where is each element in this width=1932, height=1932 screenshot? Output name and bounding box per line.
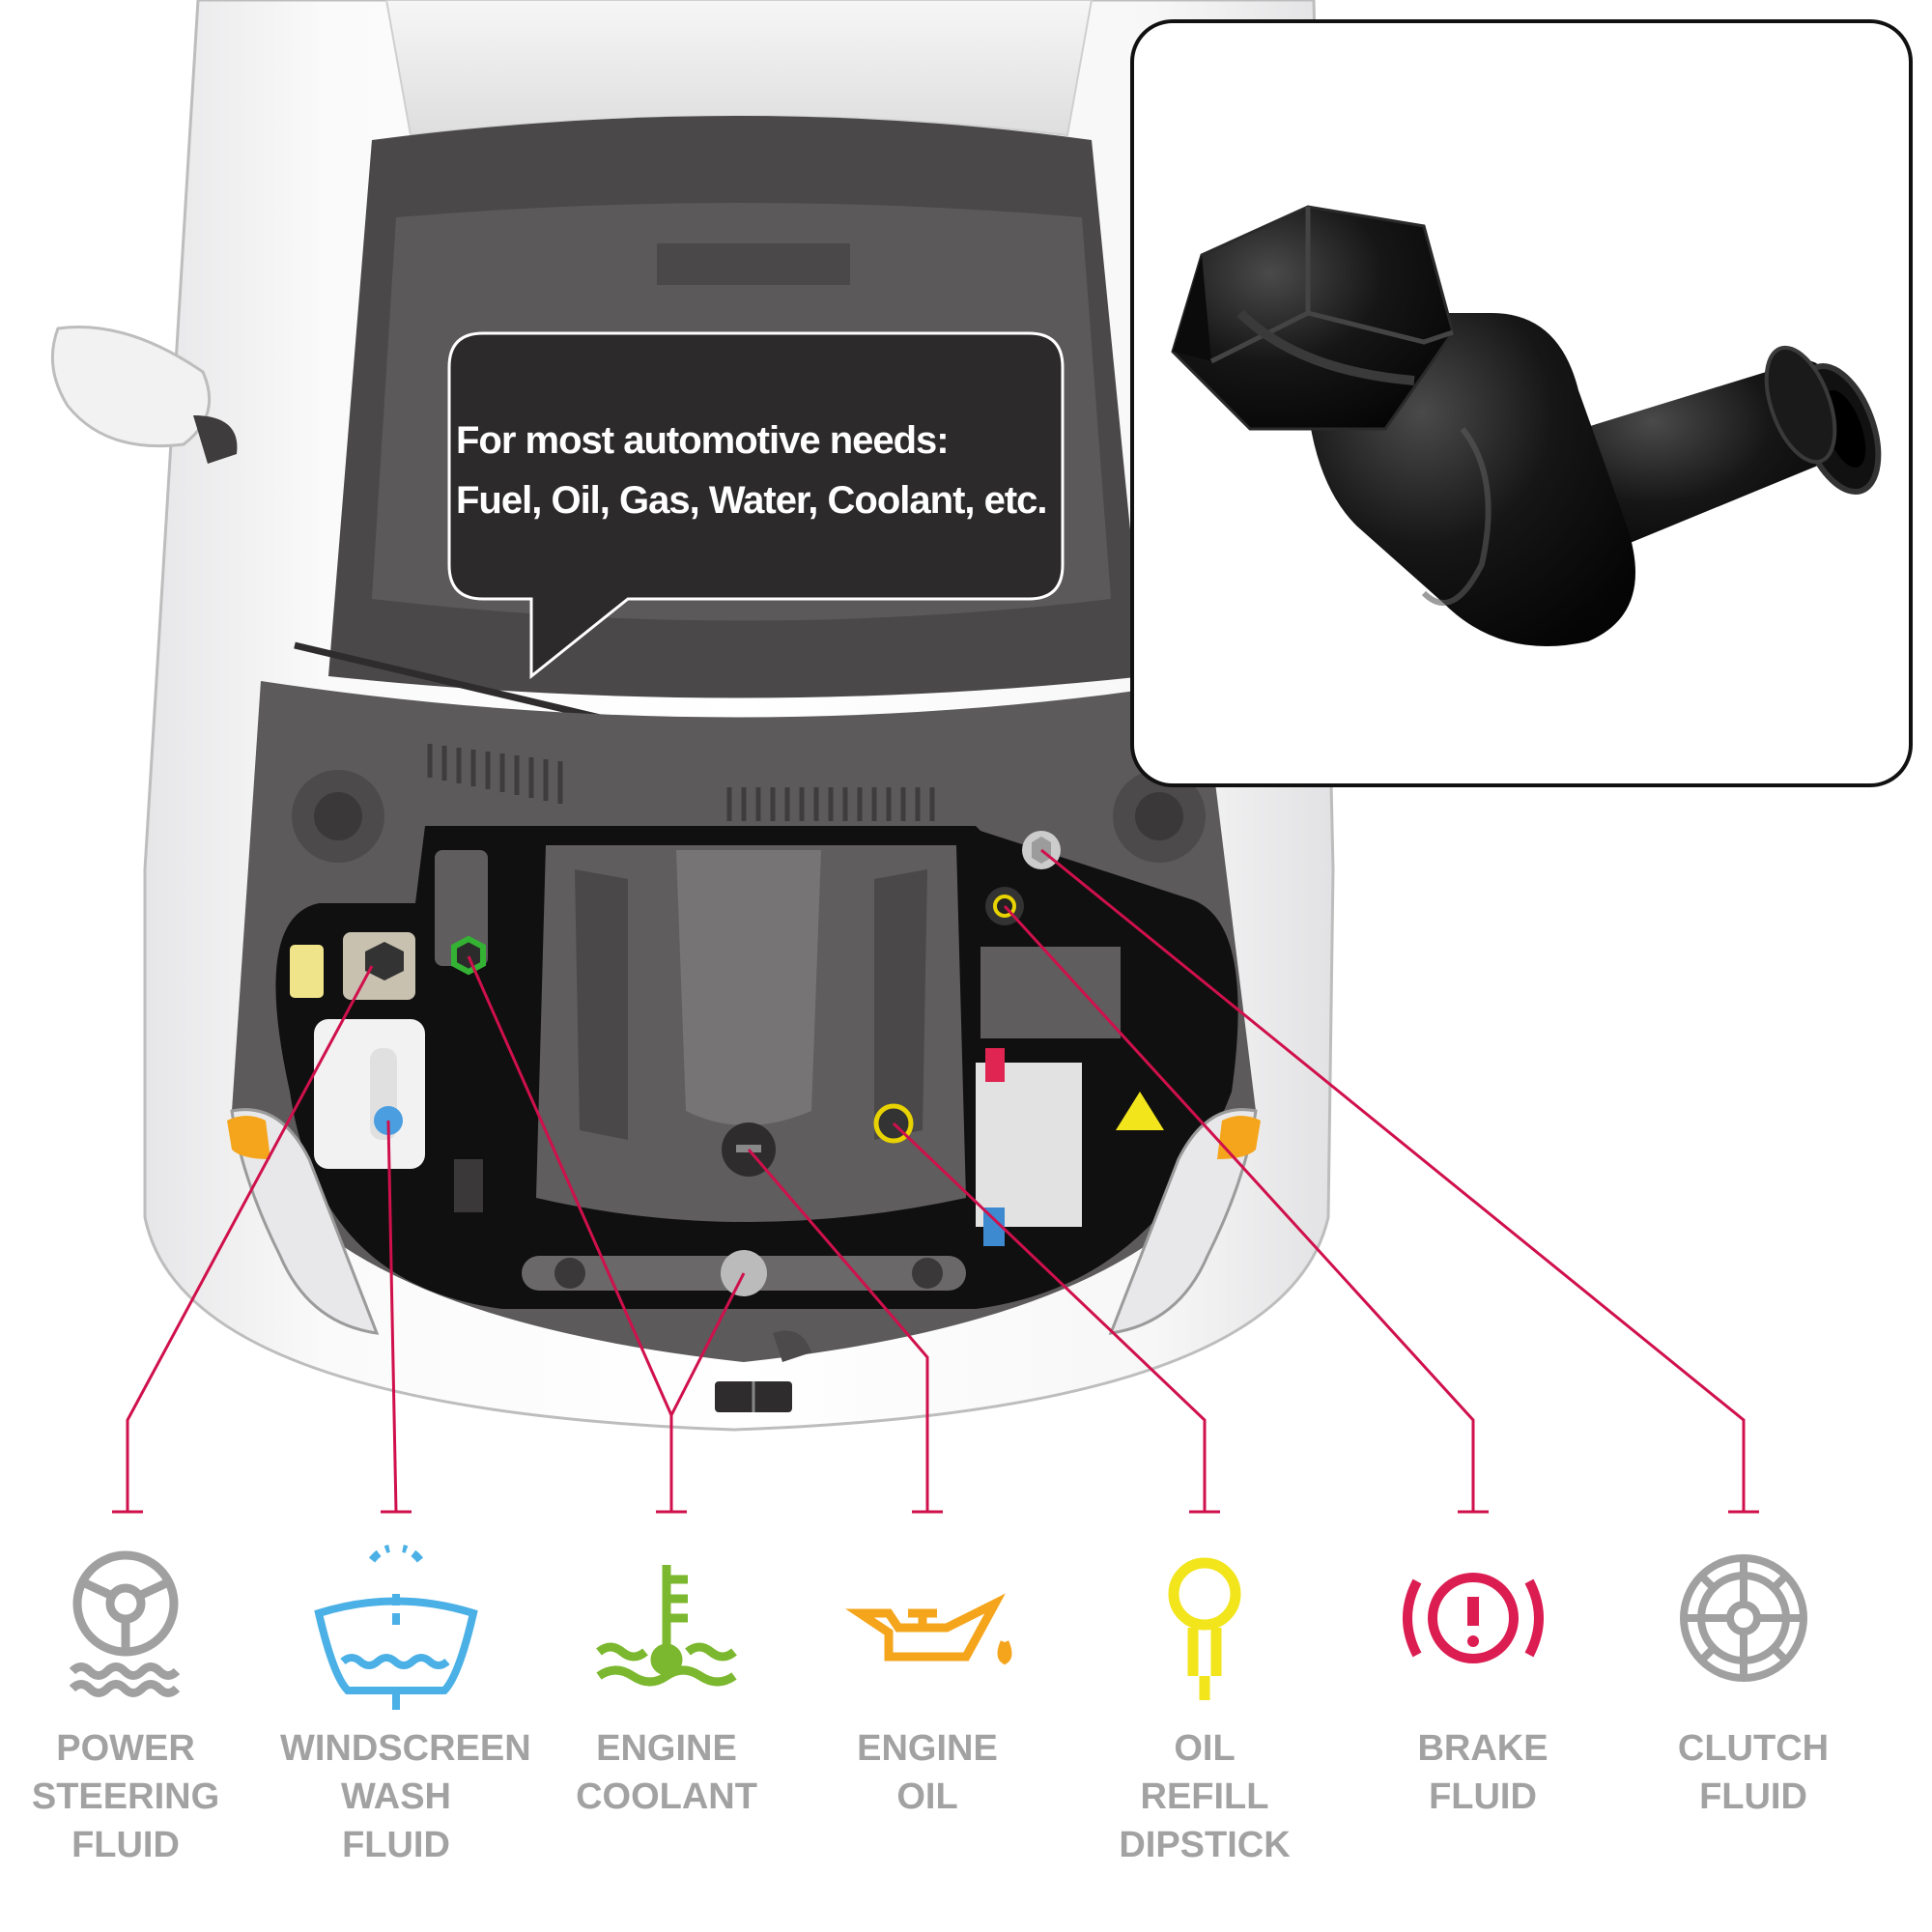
- dipstick-icon: [1168, 1557, 1241, 1700]
- label-line: DIPSTICK: [1119, 1825, 1291, 1865]
- steering-wheel-fluid-icon: [69, 1550, 181, 1697]
- label-line: WASH: [341, 1776, 451, 1817]
- right-components: [873, 831, 1164, 1246]
- hose-fitting-icon: [1171, 205, 1882, 646]
- label-line: STEERING: [31, 1776, 220, 1817]
- label-line: POWER: [56, 1728, 195, 1769]
- label-engine-coolant: ENGINE COOLANT: [551, 1724, 782, 1821]
- left-components: [290, 850, 488, 1212]
- headlights: [227, 1108, 1261, 1335]
- label-engine-oil: ENGINE OIL: [811, 1724, 1043, 1821]
- side-mirror: [50, 325, 238, 464]
- oil-can-icon: [845, 1593, 1012, 1665]
- label-line: REFILL: [1140, 1776, 1269, 1817]
- label-line: WINDSCREEN: [280, 1728, 531, 1769]
- label-line: ENGINE: [857, 1728, 998, 1769]
- clutch-disc-icon: [1680, 1554, 1807, 1682]
- label-line: FLUID: [71, 1825, 180, 1865]
- label-line: OIL: [1174, 1728, 1236, 1769]
- label-line: FLUID: [342, 1825, 450, 1865]
- label-line: BRAKE: [1417, 1728, 1548, 1769]
- label-line: ENGINE: [596, 1728, 737, 1769]
- product-inset: [1130, 19, 1913, 787]
- label-windscreen-wash-fluid: WINDSCREEN WASH FLUID: [280, 1724, 531, 1869]
- windscreen-wash-icon: [314, 1545, 478, 1710]
- speech-bubble: [447, 331, 1065, 680]
- label-power-steering-fluid: POWER STEERING FLUID: [10, 1724, 242, 1869]
- label-line: COOLANT: [576, 1776, 757, 1817]
- leader-lines: [112, 848, 1759, 1514]
- hood-vents: [427, 744, 935, 821]
- callout-line-1: For most automotive needs:: [456, 419, 950, 462]
- label-line: OIL: [896, 1776, 958, 1817]
- label-brake-fluid: BRAKE FLUID: [1367, 1724, 1599, 1821]
- label-line: CLUTCH: [1677, 1728, 1830, 1769]
- callout-line-2: Fuel, Oil, Gas, Water, Coolant, etc.: [456, 479, 1048, 522]
- callout-text: For most automotive needs: Fuel, Oil, Ga…: [456, 411, 1074, 530]
- hose-fitting-image: [1171, 205, 1882, 646]
- coolant-temperature-icon: [596, 1565, 737, 1687]
- label-oil-refill-dipstick: OIL REFILL DIPSTICK: [1089, 1724, 1321, 1869]
- label-line: FLUID: [1429, 1776, 1537, 1817]
- label-clutch-fluid: CLUTCH FLUID: [1637, 1724, 1869, 1821]
- brake-warning-icon: [1403, 1573, 1544, 1663]
- engine-block: [522, 845, 966, 1362]
- label-line: FLUID: [1699, 1776, 1807, 1817]
